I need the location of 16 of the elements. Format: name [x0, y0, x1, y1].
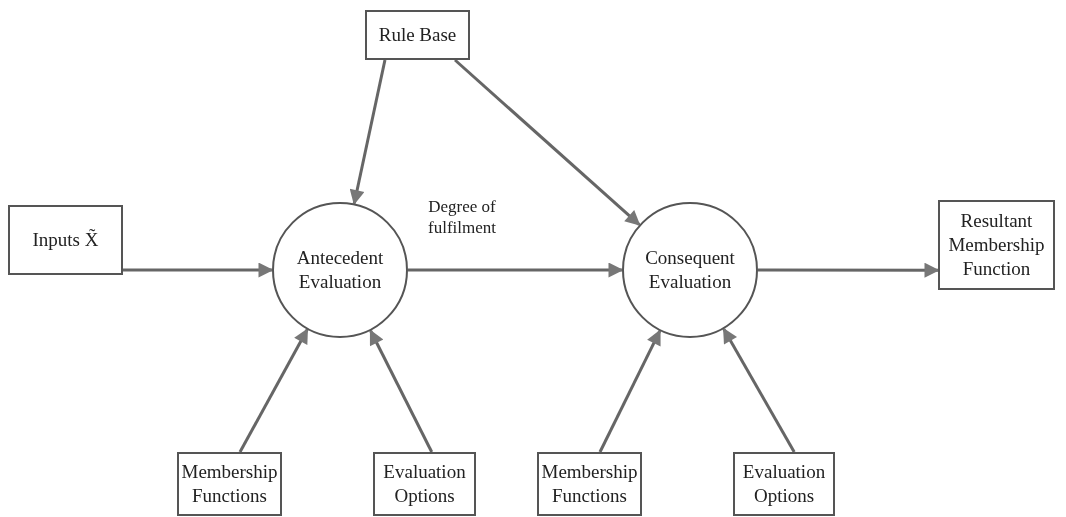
process-box: Membership Functions [177, 452, 282, 516]
process-box: Resultant Membership Function [938, 200, 1055, 290]
arrow [454, 58, 641, 226]
arrow [123, 262, 274, 278]
process-box: Rule Base [365, 10, 470, 60]
process-box: Evaluation Options [373, 452, 476, 516]
process-box: Evaluation Options [733, 452, 835, 516]
arrow [722, 327, 796, 453]
arrow [369, 329, 434, 453]
process-box: Membership Functions [537, 452, 642, 516]
arrow [349, 59, 387, 205]
process-box: Inputs X̃ [8, 205, 123, 275]
arrow [408, 262, 624, 278]
arrow [598, 329, 662, 453]
arrow [758, 262, 940, 278]
arrow [238, 328, 309, 453]
